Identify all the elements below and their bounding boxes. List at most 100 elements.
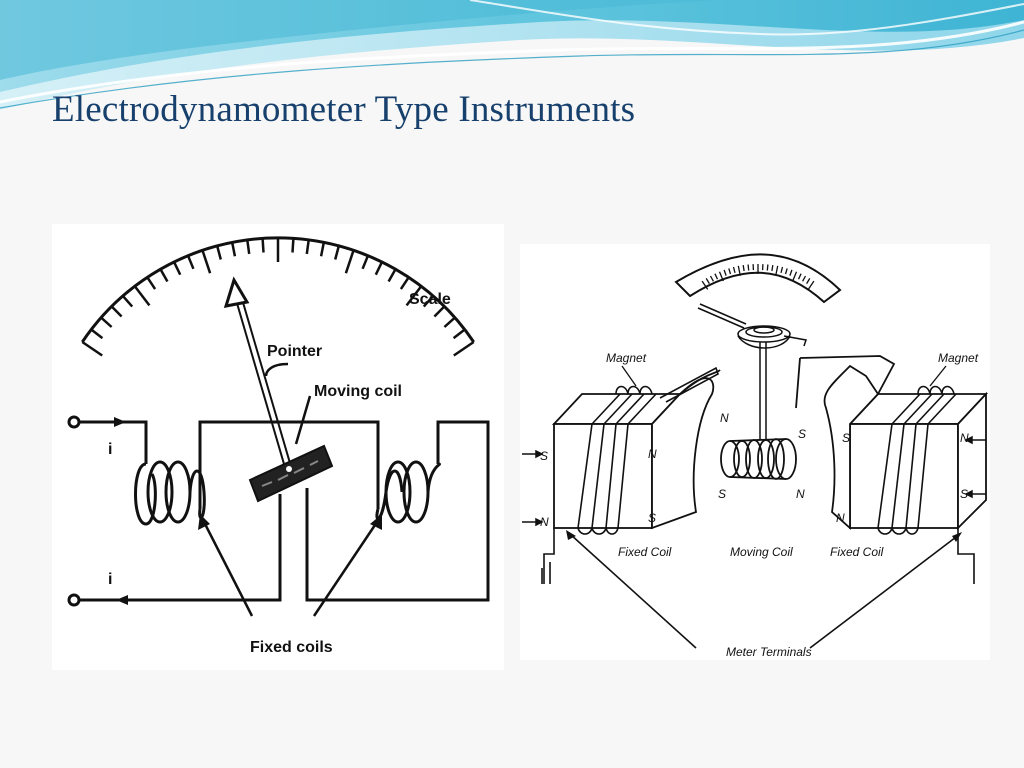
arrow-left-icon (116, 595, 128, 605)
scale-tick (122, 295, 134, 308)
pointer-spring (697, 303, 807, 440)
scale-tick (714, 273, 719, 280)
header-waves (0, 0, 1024, 110)
fixed-coils-label: Fixed coils (250, 639, 333, 656)
scale-tick (453, 340, 475, 357)
scale-tick (807, 280, 815, 290)
scale-tick (728, 268, 732, 275)
scale-tick (802, 275, 807, 282)
magnet-right (795, 355, 989, 531)
scale-tick (433, 305, 446, 318)
fixed-coil-left (134, 460, 206, 526)
terminal-top-icon (67, 415, 81, 429)
scale-tick (452, 328, 466, 340)
pointer-label: Pointer (267, 343, 322, 360)
meter-terminals-label: Meter Terminals (726, 645, 812, 659)
scale-tick (780, 266, 784, 274)
electrodynamometer-pictorial: Magnet Magnet Fixed Coil Moving Coil Fix… (522, 253, 989, 659)
scale-tick (374, 261, 384, 276)
current-top-label: i (108, 441, 112, 458)
pole-label: S (842, 431, 850, 445)
electrodynamometer-schematic: Scale Pointer Moving coil Fixed coils i … (67, 236, 490, 656)
pole-label: N (836, 511, 845, 525)
scale-tick (718, 271, 724, 282)
scale-tick (443, 316, 456, 328)
current-bottom-label: i (108, 571, 112, 588)
fixed-coil-left-label: Fixed Coil (618, 545, 672, 559)
scale-tick (201, 250, 212, 274)
moving-coil-label: Moving Coil (730, 545, 793, 559)
scale-tick (742, 265, 745, 272)
fixed-coil-right-windings (877, 385, 957, 535)
scale-tick (422, 295, 434, 308)
scale-tick (261, 238, 265, 253)
scale-tick (159, 268, 169, 283)
pole-label: N (960, 431, 969, 445)
moving-coil-label: Moving coil (314, 383, 402, 400)
meter-terminal-wires (541, 528, 975, 649)
scale-tick (771, 265, 774, 272)
scale-tick (701, 280, 709, 290)
pole-label: N (796, 487, 805, 501)
scale-tick (747, 264, 750, 271)
pole-label: N (540, 515, 549, 529)
moving-coil (248, 444, 334, 503)
scale-tick (723, 269, 727, 276)
leader-lines (202, 362, 379, 617)
pole-label: S (798, 427, 806, 441)
magnet-left-label: Magnet (606, 351, 647, 365)
scale-tick (361, 255, 370, 270)
scale-tick (784, 268, 788, 275)
right-diagram-panel: Magnet Magnet Fixed Coil Moving Coil Fix… (520, 244, 990, 660)
scale-tick (146, 276, 157, 290)
scale-tick (789, 269, 793, 276)
scale-tick (399, 276, 410, 290)
scale-tick (737, 265, 741, 276)
fixed-coil-left-windings (577, 366, 719, 535)
scale-tick (792, 271, 798, 282)
scale-tick (100, 316, 113, 328)
magnet-right-label: Magnet (938, 351, 979, 365)
magnet-right-leader (929, 365, 947, 387)
pivot-icon (286, 466, 292, 472)
pole-label: S (718, 487, 726, 501)
left-diagram-panel: Scale Pointer Moving coil Fixed coils i … (52, 224, 504, 670)
magnet-left-leader (621, 365, 637, 387)
scale-tick (230, 242, 237, 257)
scale-tick (215, 245, 223, 260)
scale-tick (305, 239, 310, 255)
scale-arc (81, 238, 475, 357)
circuit-wiring (74, 420, 490, 602)
terminal-bottom-icon (67, 593, 81, 607)
scale-tick (766, 264, 769, 271)
scale-dial (674, 253, 842, 304)
pointer (223, 276, 292, 469)
scale-tick (81, 340, 103, 357)
fixed-coil-right-label: Fixed Coil (830, 545, 884, 559)
pole-label: S (960, 487, 968, 501)
fixed-coil-right (375, 460, 441, 524)
scale-arc-line (81, 236, 475, 343)
scale-tick (775, 265, 779, 276)
scale-tick (246, 239, 251, 255)
scale-tick (172, 261, 182, 276)
pole-label: N (648, 447, 657, 461)
pole-label: S (648, 511, 656, 525)
moving-coil (720, 438, 797, 480)
scale-tick (405, 285, 423, 307)
scale-tick (705, 278, 710, 284)
scale-tick (319, 242, 326, 257)
scale-tick (344, 250, 355, 274)
scale-tick (110, 305, 123, 318)
scale-tick (291, 238, 295, 253)
scale-tick (90, 328, 104, 340)
scale-tick (133, 285, 151, 307)
scale-tick (732, 266, 736, 274)
slide-title: Electrodynamometer Type Instruments (52, 89, 636, 130)
pole-label: N (720, 411, 729, 425)
flux-arrows (522, 435, 986, 527)
scale-tick (387, 268, 397, 283)
scale-tick (186, 255, 195, 270)
magnet-left (551, 369, 721, 530)
arrow-right-icon (114, 417, 126, 427)
